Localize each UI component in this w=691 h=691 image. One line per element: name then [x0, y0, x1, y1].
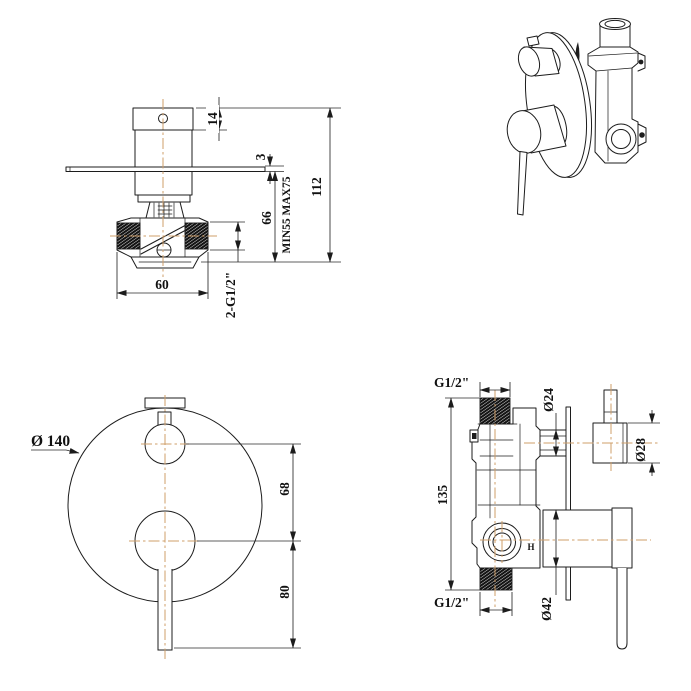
- wall-flange: [130, 256, 200, 269]
- diverter-knob: [517, 46, 541, 77]
- handle-cap-section: [611, 507, 633, 569]
- side-port: [605, 123, 637, 155]
- dim-lever-thickness: 3: [253, 153, 268, 160]
- dim-body-height: 135: [435, 485, 450, 506]
- dim-cap-height: 14: [205, 112, 220, 126]
- handle-lever: [517, 151, 528, 216]
- hot-marking: H: [527, 542, 534, 552]
- side-view: 14 3 66 MIN55 MAX75 112 60 2-G1/2": [65, 97, 341, 319]
- section-view: H G1/2" Ø24 Ø28 135 G1/2" Ø42: [434, 375, 660, 650]
- dim-plate-diameter: Ø 140: [31, 433, 70, 450]
- lever-rod: [616, 568, 628, 650]
- dim-wall-depth-range: MIN55 MAX75: [281, 176, 293, 253]
- dim-bottom-inlet-thread: G1/2": [434, 595, 469, 610]
- mount-tab-lower: [637, 123, 647, 147]
- dim-handle-spacing: 68: [277, 482, 292, 496]
- bottom-inlet-port: [479, 567, 513, 591]
- dim-top-outlet-thread: G1/2": [434, 375, 469, 390]
- dim-wall-depth: 66: [259, 211, 274, 225]
- perspective-view: [506, 18, 647, 216]
- wall-plate-edge: [565, 406, 571, 601]
- dim-body-width: 60: [155, 277, 169, 292]
- diverter-stem: [526, 35, 540, 47]
- dim-overall-depth: 112: [309, 177, 324, 197]
- dim-lever-length: 80: [277, 585, 292, 599]
- front-view: Ø 140 68 80: [31, 395, 301, 659]
- handle-base-section: [542, 509, 613, 568]
- dim-handle-diameter: Ø42: [539, 597, 554, 621]
- adapter-flange: [137, 194, 191, 203]
- dim-knob-diameter: Ø28: [633, 438, 648, 462]
- mount-tab-upper: [637, 52, 646, 72]
- handle-base: [506, 110, 542, 154]
- dim-inlet-thread: 2-G1/2": [223, 272, 238, 319]
- lever-bar: [65, 166, 266, 172]
- dim-stem-diameter: Ø24: [541, 388, 556, 412]
